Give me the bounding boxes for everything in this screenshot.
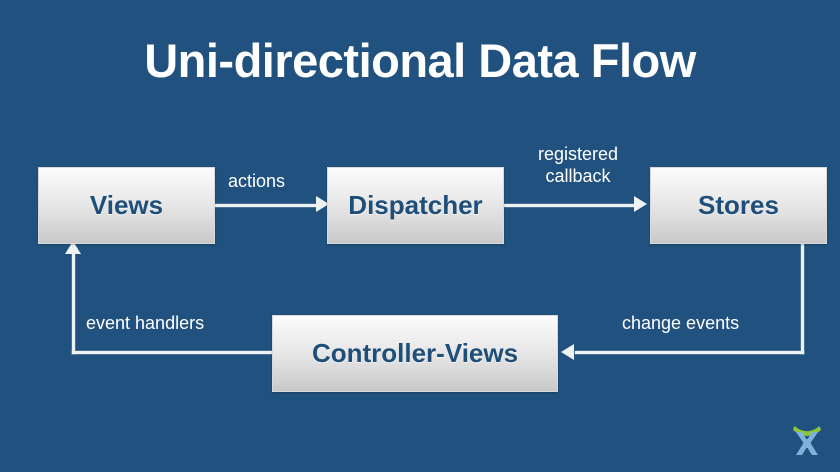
edge-label-event-handlers: event handlers xyxy=(86,313,205,333)
page-title: Uni-directional Data Flow xyxy=(144,34,696,87)
edge-label-registered-callback-line2: callback xyxy=(545,166,611,186)
node-stores[interactable]: Stores xyxy=(650,167,827,244)
connector-controller-to-views xyxy=(72,351,274,354)
connector-dispatcher-to-stores xyxy=(504,204,636,207)
connector-views-to-dispatcher xyxy=(215,204,320,207)
node-views[interactable]: Views xyxy=(38,167,215,244)
connector-controller-up xyxy=(72,252,75,354)
connector-stores-down xyxy=(801,244,804,354)
arrowhead-up-icon xyxy=(65,241,81,254)
node-dispatcher[interactable]: Dispatcher xyxy=(327,167,504,244)
node-controller-views-label: Controller-Views xyxy=(311,338,519,368)
arrowhead-right-icon xyxy=(634,196,647,212)
arrowhead-left-icon xyxy=(561,344,574,360)
connector-stores-to-controller xyxy=(575,351,804,354)
node-dispatcher-label: Dispatcher xyxy=(348,190,483,220)
edge-label-change-events: change events xyxy=(622,313,740,333)
brand-logo xyxy=(789,423,825,461)
node-controller-views[interactable]: Controller-Views xyxy=(272,315,558,392)
node-views-label: Views xyxy=(89,190,164,220)
edge-label-actions: actions xyxy=(228,171,286,191)
arrowhead-right-icon xyxy=(316,196,329,212)
node-stores-label: Stores xyxy=(698,190,779,220)
edge-label-registered-callback: registered callback xyxy=(519,143,637,187)
edge-label-registered-callback-line1: registered xyxy=(537,144,619,164)
